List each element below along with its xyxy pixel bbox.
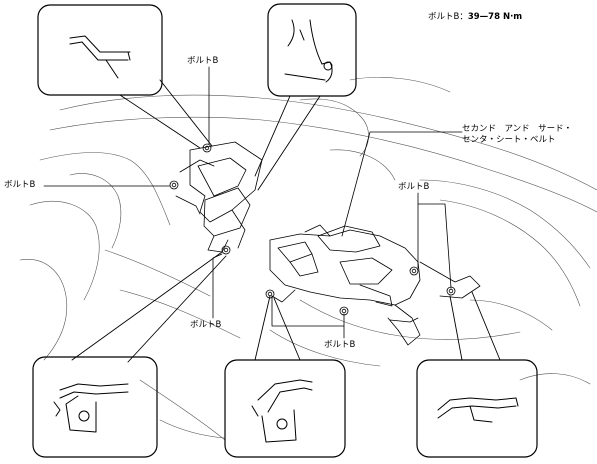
bolt-label-right: ボルトB [398,182,430,192]
bolt-head [265,289,275,299]
vehicle-body-outline [19,77,597,441]
detail-box-top-left [37,4,163,96]
torque-spec: ボルトB：39—78 N·m [428,12,522,23]
bolt-head [169,180,179,190]
detail-leaders [71,79,501,363]
bolt-head [202,143,212,153]
bolt-head [221,245,231,255]
torque-label: ボルトB： [428,12,468,22]
detail-box-bottom-right [416,359,538,458]
torque-value: 39—78 N·m [467,12,523,22]
detail-box-top-right [267,3,357,97]
center-seat-belt-assembly [265,224,481,346]
detail-box-bottom-left [32,356,158,458]
detail-box-bottom-center [224,359,346,458]
left-bracket-assembly [169,141,263,255]
bolt-head [409,266,419,276]
bolt-label-top: ボルトB [187,56,219,66]
bolt-label-left: ボルトB [4,180,36,190]
seat-belt-label: セカンド アンド サード・ センタ・シート・ベルト [462,124,573,145]
bolt-label-lower-center: ボルトB [324,340,356,350]
label-leaders [43,66,463,339]
bolt-label-lower-left: ボルトB [190,320,222,330]
